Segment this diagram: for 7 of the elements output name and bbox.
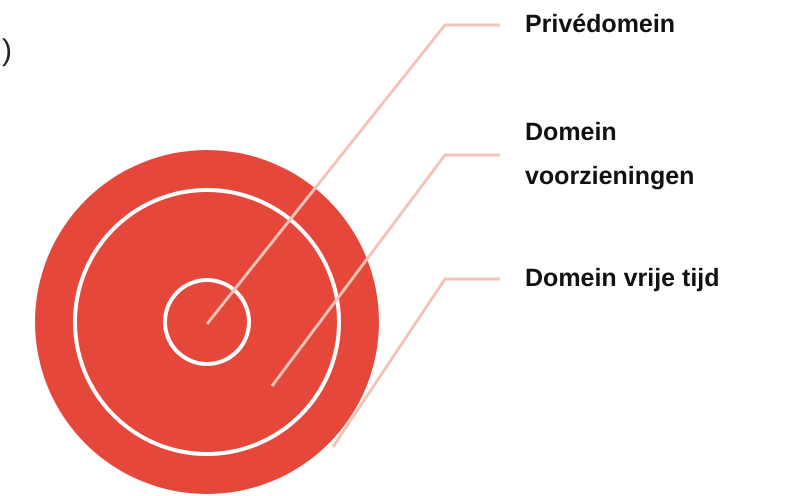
bracket-text: ): [2, 34, 12, 68]
callout-label: Domein vrije tijd: [525, 256, 785, 300]
leader-line: [332, 278, 500, 448]
callout-label: Domein voorzieningen: [525, 110, 785, 198]
leader-line: [206, 24, 500, 325]
callout-label: Privédomein: [525, 2, 785, 46]
leader-line: [270, 154, 500, 387]
